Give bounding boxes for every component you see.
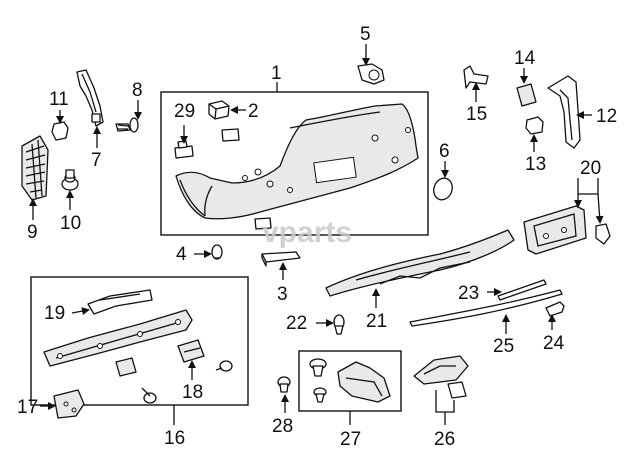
shield-part-27 — [337, 361, 391, 403]
fastener-part-5 — [357, 63, 385, 85]
trim-part-21 — [325, 229, 515, 297]
lamp-part-26 — [413, 355, 469, 385]
clip-inner-a — [221, 128, 240, 142]
screw-part-8 — [115, 117, 139, 133]
grille-part-9 — [21, 135, 49, 201]
molding-part-12 — [547, 75, 581, 149]
callout-17: 17 — [17, 397, 38, 418]
callout-27: 27 — [340, 429, 361, 450]
bracket-part-19 — [87, 289, 153, 315]
callout-15: 15 — [466, 104, 487, 125]
callout-25: 25 — [493, 336, 514, 357]
pad-part-14 — [516, 83, 537, 107]
clip-part-27a — [309, 358, 327, 377]
clip-inner-b — [254, 217, 272, 230]
callout-3: 3 — [277, 284, 288, 305]
callout-18: 18 — [182, 382, 203, 403]
trim-panel-part-1 — [175, 103, 419, 220]
clip-part-20b — [595, 223, 611, 245]
callout-2: 2 — [248, 101, 259, 122]
group-box-16 — [30, 276, 249, 406]
cover-part-3 — [261, 251, 301, 267]
fastener-part-28 — [277, 376, 291, 393]
callout-21: 21 — [366, 311, 387, 332]
callout-19: 19 — [44, 303, 65, 324]
bolt-16a — [141, 387, 157, 404]
callout-7: 7 — [91, 150, 102, 171]
callout-23: 23 — [458, 283, 479, 304]
bracket-small-16a — [115, 357, 137, 377]
pin-part-22 — [333, 314, 345, 335]
callout-14: 14 — [514, 48, 536, 69]
clip-part-2 — [208, 100, 230, 120]
nut-part-10 — [61, 169, 79, 191]
pin-part-4 — [211, 244, 223, 260]
callout-28: 28 — [272, 416, 293, 437]
strip-part-23 — [497, 279, 547, 301]
callout-11: 11 — [49, 89, 69, 110]
callout-24: 24 — [543, 333, 565, 354]
bracket-part-7 — [76, 69, 104, 127]
callout-26: 26 — [434, 429, 455, 450]
bracket-part-17 — [53, 389, 85, 419]
callout-labels: 1 2 3 4 5 6 7 8 9 10 11 12 13 14 15 16 1… — [17, 24, 617, 450]
clip-part-15 — [463, 65, 489, 89]
callout-29: 29 — [174, 101, 195, 122]
strip-part-25 — [409, 289, 563, 327]
callout-16: 16 — [164, 428, 185, 449]
callout-8: 8 — [132, 80, 143, 101]
callout-20: 20 — [580, 158, 601, 179]
callout-4: 4 — [176, 244, 187, 265]
bolt-16b — [215, 360, 233, 372]
callout-22: 22 — [286, 313, 307, 334]
group-box-1 — [160, 91, 429, 236]
callout-6: 6 — [439, 141, 450, 162]
clip-part-24 — [545, 301, 565, 317]
cap-part-6 — [433, 177, 453, 201]
callout-5: 5 — [360, 24, 371, 45]
socket-part-26 — [447, 381, 467, 399]
reinforcement-part-16 — [43, 309, 193, 367]
callout-13: 13 — [525, 154, 546, 175]
clip-part-27b — [313, 387, 327, 403]
clip-part-13 — [525, 116, 544, 135]
bracket-part-18 — [177, 339, 205, 363]
watermark: vparts — [262, 216, 352, 249]
callout-10: 10 — [60, 213, 81, 234]
leader-lines — [29, 44, 604, 425]
clip-part-29 — [174, 140, 194, 159]
callout-9: 9 — [27, 222, 38, 243]
callout-12: 12 — [596, 106, 617, 127]
callout-1: 1 — [271, 63, 282, 84]
clip-part-11 — [51, 121, 69, 141]
plate-part-20 — [523, 205, 587, 255]
